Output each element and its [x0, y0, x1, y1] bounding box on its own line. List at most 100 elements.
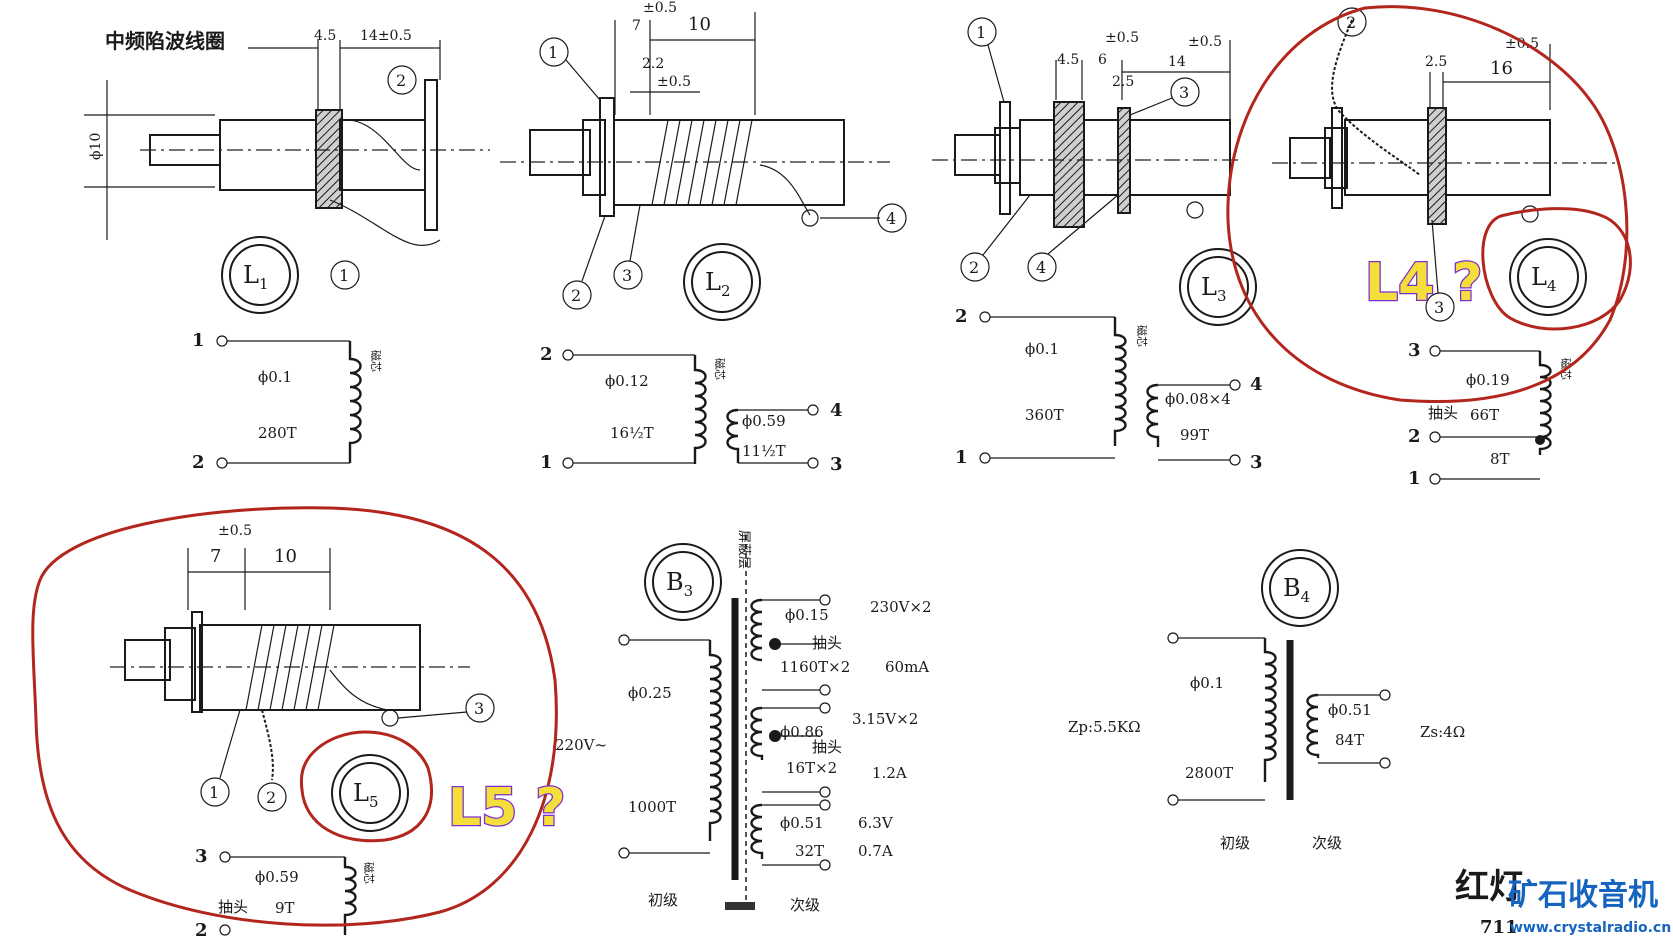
- l3-dim-6: 6: [1098, 52, 1107, 68]
- b3-primary-wire: ϕ0.25: [628, 684, 672, 702]
- l5-tap: 抽头: [218, 898, 248, 916]
- l3-pin-1: 1: [955, 447, 968, 468]
- l5-annotation: L5 ?: [448, 778, 566, 838]
- l3-dim-2-5: 2.5: [1112, 74, 1134, 90]
- b4-label: B4: [1283, 574, 1310, 606]
- l2-callout-2: 2: [571, 286, 581, 305]
- b3-w2-wire: ϕ0.86: [780, 723, 824, 741]
- l1-dim-length: 14±0.5: [360, 28, 412, 44]
- l5-callout-1: 1: [209, 783, 219, 802]
- watermark-title: 矿石收音机: [1508, 878, 1658, 913]
- l2-dim-tol-top: ±0.5: [643, 0, 677, 16]
- b3-label: B3: [666, 568, 693, 600]
- l3-pin-2: 2: [955, 306, 968, 327]
- l2-callout-4: 4: [886, 209, 896, 228]
- l3-pin-4: 4: [1250, 374, 1263, 395]
- l5-callout-3: 3: [474, 699, 484, 718]
- b3-primary-turns: 1000T: [628, 798, 676, 816]
- l3-core-mark: 磁芯: [1135, 325, 1149, 347]
- l2-drawing: ±0.5 7 10 2.2 ±0.5 1 2 3 4 L2 2: [500, 0, 907, 475]
- b3-w3-wire: ϕ0.51: [780, 814, 824, 832]
- b3-w2-current: 1.2A: [872, 764, 907, 782]
- l4-callout-3: 3: [1434, 298, 1444, 317]
- b3-w2-tap: 抽头: [812, 738, 842, 756]
- b4-primary-turns: 2800T: [1185, 764, 1233, 782]
- l3-pin-3: 3: [1250, 452, 1263, 473]
- b3-shield: 屏蔽层: [736, 530, 751, 569]
- l2-dim-10: 10: [688, 14, 711, 35]
- l3-dim-tol-2: ±0.5: [1188, 34, 1222, 50]
- l3-primary-wire: ϕ0.1: [1025, 340, 1059, 358]
- l4-pin-2: 2: [1408, 426, 1421, 447]
- l3-callout-4: 4: [1036, 258, 1046, 277]
- b4-primary-label: 初级: [1220, 834, 1250, 852]
- l3-secondary-turns: 99T: [1180, 426, 1209, 444]
- l2-primary-wire: ϕ0.12: [605, 372, 649, 390]
- l2-secondary-turns: 11½T: [742, 442, 786, 460]
- l3-callout-2: 2: [969, 258, 979, 277]
- b4-secondary-turns: 84T: [1335, 731, 1364, 749]
- b4-primary-wire: ϕ0.1: [1190, 674, 1224, 692]
- b3-primary-voltage: 220V~: [555, 736, 607, 754]
- l4-pin-1: 1: [1408, 468, 1421, 489]
- l5-core-mark: 磁芯: [362, 862, 376, 884]
- l2-dim-7: 7: [632, 18, 641, 34]
- l5-pin-3: 3: [195, 846, 208, 867]
- b3-w1-wire: ϕ0.15: [785, 606, 829, 624]
- l2-callout-3: 3: [622, 266, 632, 285]
- l4-wire: ϕ0.19: [1466, 371, 1510, 389]
- l2-pin-1: 1: [540, 452, 553, 473]
- b3-w1-current: 60mA: [885, 658, 929, 676]
- b4-secondary-wire: ϕ0.51: [1328, 701, 1372, 719]
- l1-wire: ϕ0.1: [258, 368, 292, 386]
- l3-label: L3: [1201, 273, 1226, 305]
- l4-callout-2: 2: [1346, 13, 1356, 32]
- l2-pin-4: 4: [830, 400, 843, 421]
- l2-dim-2-2: 2.2: [642, 56, 664, 72]
- b3-w2-volts: 3.15V×2: [852, 710, 918, 728]
- red-annotations: L4 ? L5 ?: [31, 5, 1632, 927]
- l4-label-red-circle: [1481, 207, 1632, 331]
- l5-drawing: ±0.5 7 10 3 1 2 L5 3 2 ϕ0.59: [110, 523, 495, 940]
- l5-pin-2: 2: [195, 920, 208, 940]
- l3-dim-4-5: 4.5: [1057, 52, 1079, 68]
- l5-callout-2: 2: [266, 788, 276, 807]
- b4-secondary-label: 次级: [1312, 834, 1342, 852]
- l4-turns-b: 8T: [1490, 450, 1510, 468]
- corner-model: 711: [1480, 917, 1518, 938]
- l5-dim-tol: ±0.5: [218, 523, 252, 539]
- l4-dim-16: 16: [1490, 58, 1513, 79]
- l4-label: L4: [1531, 263, 1556, 295]
- l3-callout-3: 3: [1179, 83, 1189, 102]
- l5-wire: ϕ0.59: [255, 868, 299, 886]
- l1-dia: ϕ10: [88, 133, 104, 160]
- l4-drawing: ±0.5 2.5 16 2 3 L4 3 2 1 ϕ0.19 抽头: [1272, 7, 1620, 489]
- b3-w3-current: 0.7A: [858, 842, 893, 860]
- l3-drawing: ±0.5 ±0.5 4.5 6 2.5 14 1 2 3 4 L3 2: [932, 17, 1263, 473]
- b3-w3-volts: 6.3V: [858, 814, 894, 832]
- l5-dim-7: 7: [210, 546, 221, 567]
- b4-drawing: B4 ϕ0.1 Zp:5.5KΩ 2800T ϕ0.51 84T Zs:4Ω 初…: [1068, 549, 1465, 852]
- l2-secondary-wire: ϕ0.59: [742, 412, 786, 430]
- l1-pin-2: 2: [192, 452, 205, 473]
- l2-pin-2: 2: [540, 344, 553, 365]
- l4-annotation: L4 ?: [1365, 253, 1483, 313]
- corner-text: 红灯: [1455, 867, 1523, 907]
- b4-zs: Zs:4Ω: [1420, 723, 1465, 741]
- l1-dim-width: 4.5: [314, 28, 336, 44]
- b3-drawing: B3 屏蔽层 ϕ0.25 220V~ 1000T 初级 次级 ϕ0.15 230…: [555, 530, 932, 914]
- b3-primary-label: 初级: [648, 891, 678, 909]
- l1-callout-1: 1: [339, 266, 349, 285]
- b3-w1-tap: 抽头: [812, 634, 842, 652]
- l1-pin-1: 1: [192, 330, 205, 351]
- l2-pin-3: 3: [830, 454, 843, 475]
- b3-w3-turns: 32T: [795, 842, 824, 860]
- l1-core-mark: 磁芯: [369, 350, 383, 372]
- page-title: 中频陷波线圈: [105, 29, 225, 53]
- l2-label: L2: [705, 268, 730, 300]
- l4-pin-3: 3: [1408, 340, 1421, 361]
- l5-label-red-circle: [299, 730, 433, 843]
- l4-tap: 抽头: [1428, 404, 1458, 422]
- l2-core-mark: 磁芯: [713, 358, 727, 380]
- l3-callout-1: 1: [976, 23, 986, 42]
